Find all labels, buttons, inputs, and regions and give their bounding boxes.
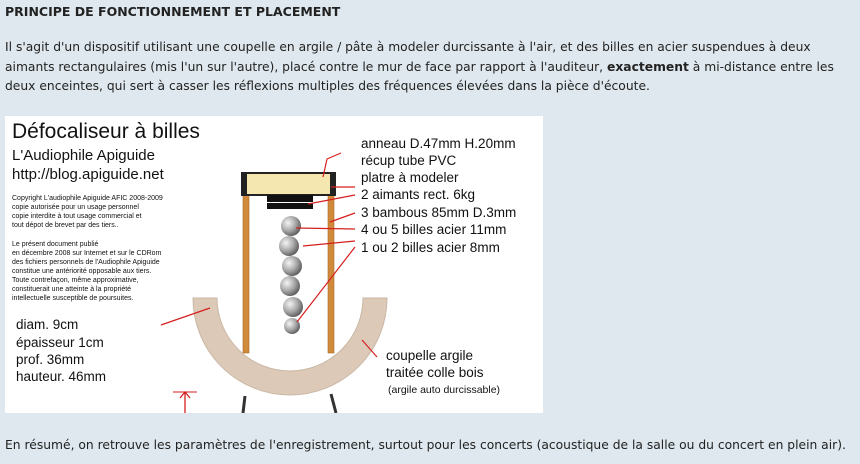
intro-line-3: deux enceintes, qui sert à casser les ré… [5,79,650,93]
dim-thickness: épaisseur 1cm [16,335,104,350]
label-bamboo: 3 bambous 85mm D.3mm [361,205,516,220]
dim-diameter: diam. 9cm [16,317,78,332]
steel-ball-4 [280,276,300,296]
magnet-top [267,195,313,202]
ring-wall-right [330,173,335,195]
component-labels: anneau D.47mm H.20mm récup tube PVC plat… [361,136,516,255]
dim-depth: prof. 36mm [16,352,84,367]
bowl-note: (argile auto durcissable) [388,384,500,396]
leader-lines [160,152,378,358]
bowl-labels: coupelle argile traitée colle bois (argi… [386,348,500,396]
intro-emphasis: exactement [607,59,689,74]
clay-bowl [192,297,388,396]
label-magnets: 2 aimants rect. 6kg [361,187,475,202]
bowl-label-2: traitée colle bois [386,365,484,380]
copyright-line: copie interdite à tout usage commercial … [12,213,142,220]
bamboo-rod-right [327,192,335,354]
notice-line: Toute contrefaçon, même approximative, [12,277,139,284]
copyright-block: Copyright L'audiophile Apiguide AFIC 200… [12,195,163,229]
figure-url: http://blog.apiguide.net [12,166,165,183]
stand-leg-right [329,393,338,413]
conclusion-paragraph: En résumé, on retrouve les paramètres de… [5,438,846,452]
dimension-labels: diam. 9cm épaisseur 1cm prof. 36mm haute… [16,317,106,384]
steel-ball-5 [283,297,303,317]
copyright-line: tout dépot de brevet par des tiers.. [12,222,119,229]
label-plaster: platre à modeler [361,170,459,185]
intro-line-2: aimants rectangulaires (mis l'un sur l'a… [5,58,857,78]
intro-line-2-start: aimants rectangulaires (mis l'un sur l'a… [5,59,607,74]
dim-height: hauteur. 46mm [16,369,106,384]
intro-paragraph: Il s'agit d'un dispositif utilisant une … [5,38,857,97]
bowl-label-1: coupelle argile [386,348,473,363]
pvc-ring [241,172,336,196]
label-balls-8mm: 1 ou 2 billes acier 8mm [361,240,500,255]
bamboo-rod-left [242,192,250,354]
copyright-line: copie autorisée pour un usage personnel [12,204,139,211]
intro-line-2-end: à mi-distance entre les [688,59,834,74]
diagram-figure: Défocaliseur à billes L'Audiophile Apigu… [5,116,543,413]
notice-line: intellectuelle susceptible de poursuites… [12,295,133,302]
notice-line: constitue une antériorité opposable aux … [12,268,151,275]
notice-block: Le présent document publié en décembre 2… [12,241,162,302]
label-ring: anneau D.47mm H.20mm [361,136,516,151]
figure-title: Défocaliseur à billes [12,120,200,143]
magnet-bottom [267,203,313,209]
steel-ball-1 [281,216,301,236]
diagram-svg: Défocaliseur à billes L'Audiophile Apigu… [12,120,516,413]
steel-ball-3 [282,256,302,276]
notice-line: des fichiers personnels de l'Audiophile … [12,259,160,266]
ring-wall-left [242,173,247,195]
intro-line-1: Il s'agit d'un dispositif utilisant une … [5,40,811,54]
label-balls-11mm: 4 ou 5 billes acier 11mm [361,222,506,237]
section-heading: PRINCIPE DE FONCTIONNEMENT ET PLACEMENT [5,4,341,19]
notice-line: en décembre 2008 sur Internet et sur le … [12,250,162,257]
steel-ball-2 [279,236,299,256]
notice-line: Le présent document publié [12,241,98,248]
figure-subtitle: L'Audiophile Apiguide [12,147,155,164]
copyright-line: Copyright L'audiophile Apiguide AFIC 200… [12,195,163,202]
steel-ball-small [284,318,300,334]
notice-line: constituerait une atteinte à la propriét… [12,286,131,293]
stand-leg-left [241,395,247,413]
label-pvc: récup tube PVC [361,153,457,168]
